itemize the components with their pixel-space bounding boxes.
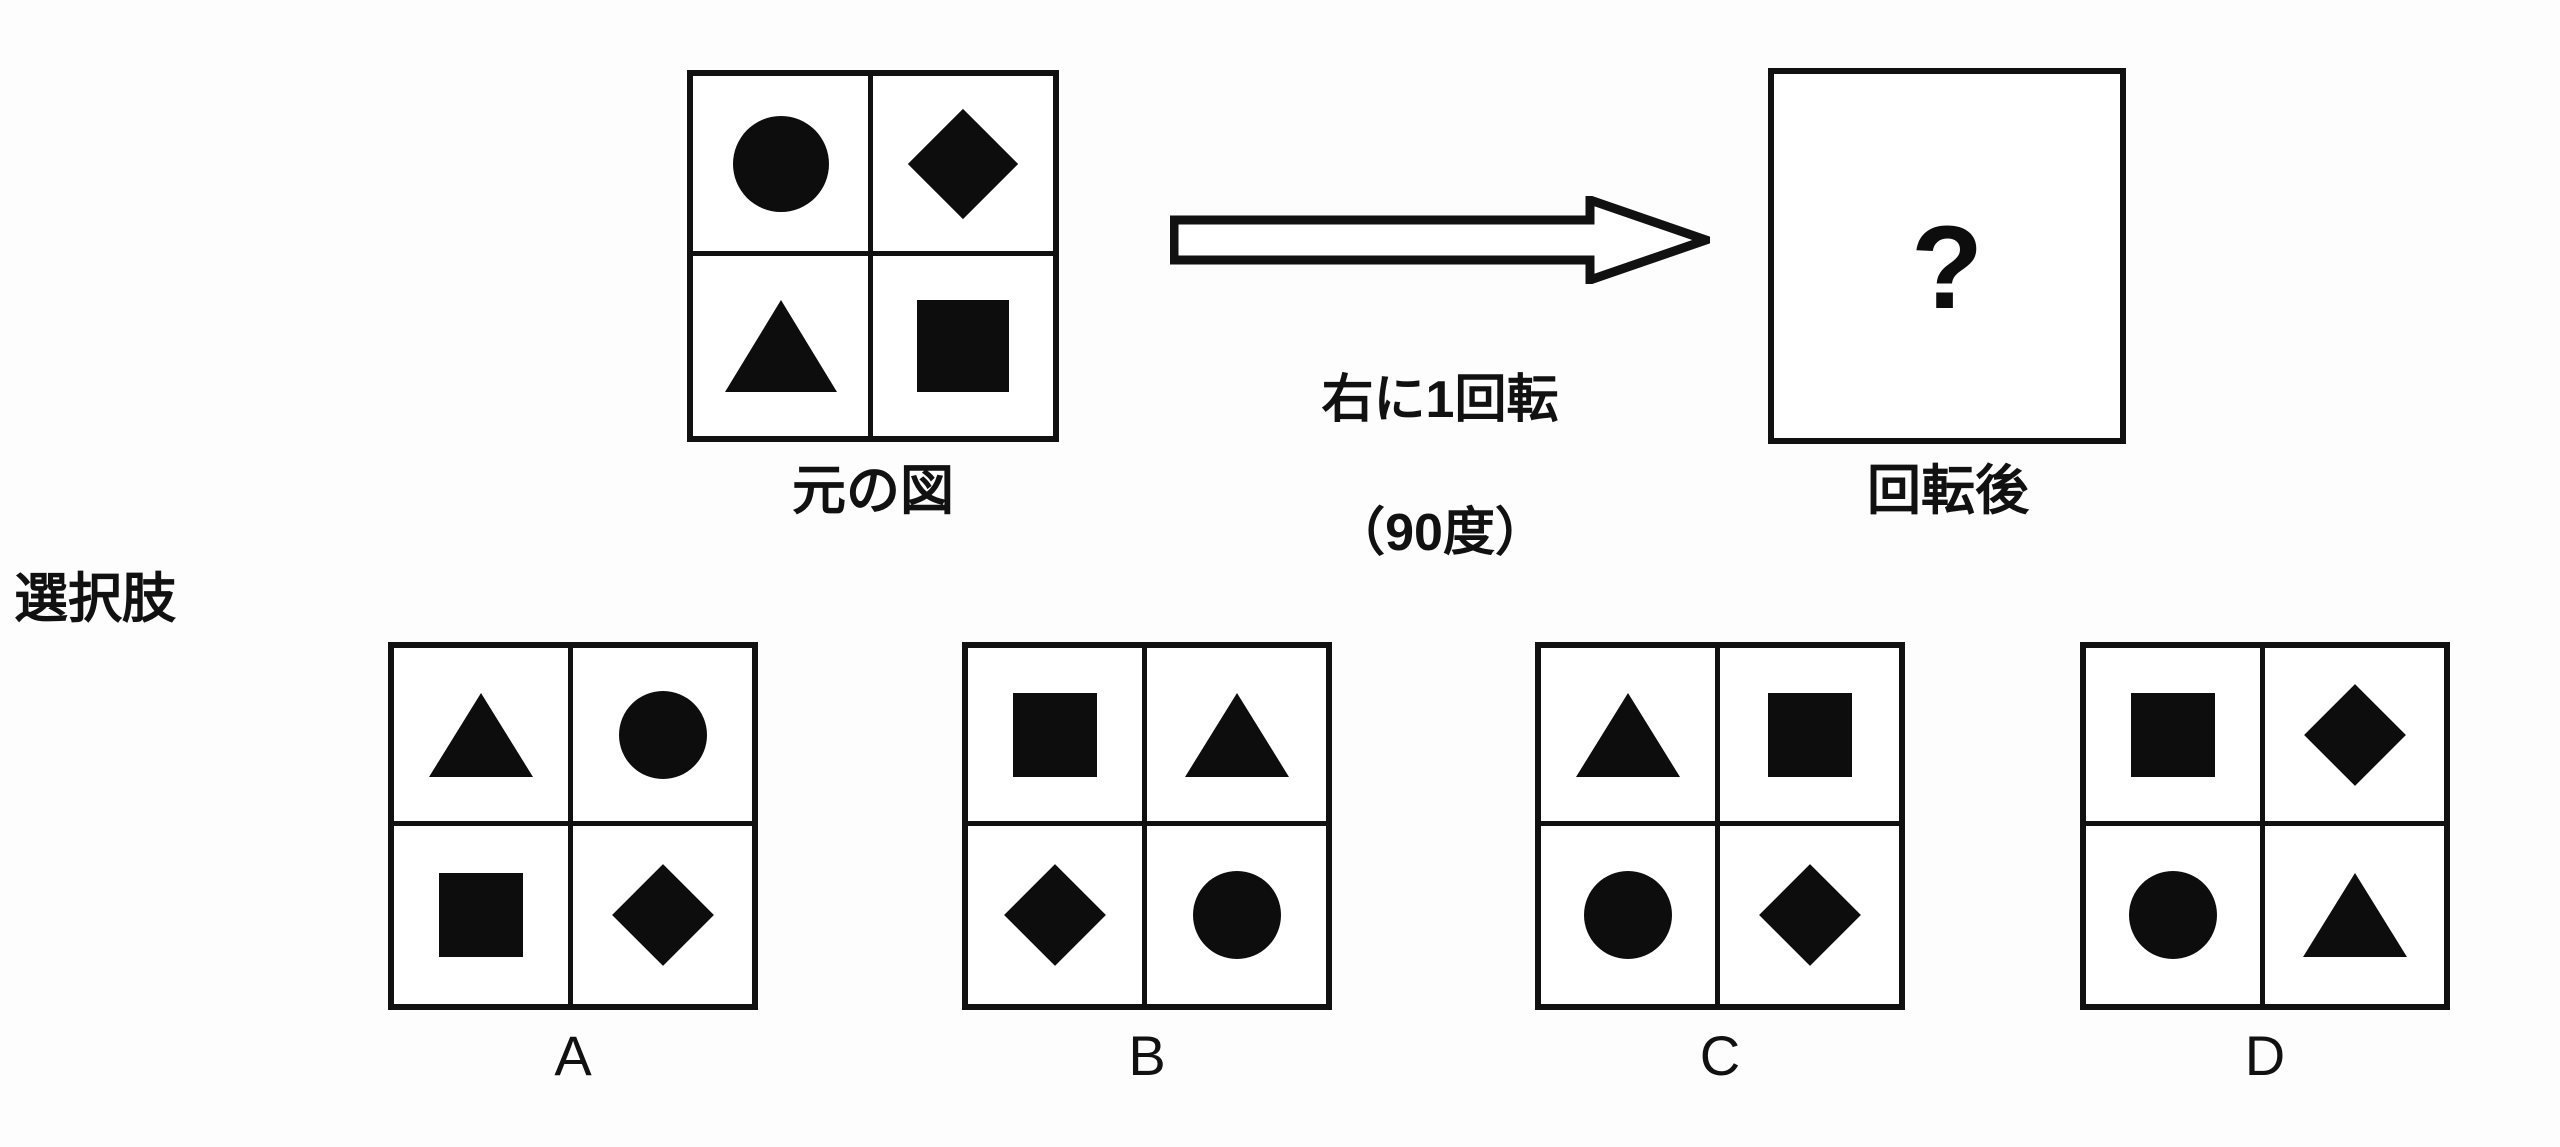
option-c-cell-top-right	[1720, 648, 1899, 826]
option-d-shape-0-square-icon	[2131, 692, 2215, 777]
source-shape-2-triangle-icon	[724, 300, 837, 392]
option-d-shape-1-diamond-icon	[2303, 683, 2406, 786]
option-grid-b[interactable]	[962, 642, 1332, 1010]
option-b-cell-top-left	[968, 648, 1147, 826]
option-c-cell-top-left	[1541, 648, 1720, 826]
option-c-cell-bottom-left	[1541, 826, 1720, 1004]
source-cell-top-left	[693, 76, 873, 256]
transform-label-line2: （90度）	[1333, 503, 1547, 562]
source-cell-top-right	[873, 76, 1053, 256]
source-grid	[687, 70, 1059, 442]
transform-label-line1: 右に1回転	[1321, 370, 1559, 429]
transform-label: 右に1回転 （90度）	[1180, 300, 1700, 633]
option-c-cell-bottom-right	[1720, 826, 1899, 1004]
option-a-cell-top-right	[573, 648, 752, 826]
option-b-cell-bottom-left	[968, 826, 1147, 1004]
option-d-cell-top-left	[2086, 648, 2265, 826]
right-arrow-icon	[1169, 193, 1720, 287]
option-a-shape-2-square-icon	[439, 873, 523, 957]
options-heading: 選択肢	[14, 569, 176, 629]
option-d-shape-2-circle-icon	[2129, 871, 2217, 959]
option-b-shape-0-square-icon	[1013, 692, 1097, 777]
option-b-cell-bottom-right	[1147, 826, 1326, 1004]
source-shape-1-diamond-icon	[907, 108, 1019, 219]
result-box[interactable]: ?	[1768, 68, 2126, 444]
option-grid-c[interactable]	[1535, 642, 1905, 1010]
option-b-shape-2-diamond-icon	[1004, 864, 1106, 966]
option-a-cell-bottom-right	[573, 826, 752, 1004]
source-shape-0-circle-icon	[732, 115, 829, 212]
option-label-d[interactable]: D	[2244, 1024, 2286, 1087]
source-cell-bottom-left	[693, 256, 873, 436]
question-mark: ?	[1910, 202, 1984, 334]
option-label-a[interactable]: A	[554, 1024, 592, 1087]
option-a-shape-1-circle-icon	[618, 690, 707, 779]
option-label-c[interactable]: C	[1699, 1024, 1741, 1087]
source-caption: 元の図	[792, 461, 954, 521]
option-c-shape-0-triangle-icon	[1576, 692, 1680, 777]
option-a-shape-0-triangle-icon	[429, 692, 533, 777]
option-b-shape-3-circle-icon	[1192, 871, 1281, 959]
option-c-shape-3-diamond-icon	[1758, 864, 1861, 966]
option-grid-d[interactable]	[2080, 642, 2450, 1010]
option-label-b[interactable]: B	[1128, 1024, 1166, 1087]
option-a-shape-3-diamond-icon	[611, 864, 714, 966]
option-d-cell-bottom-right	[2265, 826, 2444, 1004]
option-b-cell-top-right	[1147, 648, 1326, 826]
source-cell-bottom-right	[873, 256, 1053, 436]
option-d-shape-3-triangle-icon	[2302, 873, 2407, 957]
option-grid-a[interactable]	[388, 642, 758, 1010]
option-d-cell-bottom-left	[2086, 826, 2265, 1004]
option-b-shape-1-triangle-icon	[1184, 692, 1289, 777]
option-c-shape-2-circle-icon	[1584, 871, 1672, 959]
option-d-cell-top-right	[2265, 648, 2444, 826]
option-c-shape-1-square-icon	[1767, 692, 1852, 777]
option-a-cell-top-left	[394, 648, 573, 826]
option-a-cell-bottom-left	[394, 826, 573, 1004]
source-shape-3-square-icon	[917, 300, 1009, 392]
result-caption: 回転後	[1867, 461, 2029, 521]
